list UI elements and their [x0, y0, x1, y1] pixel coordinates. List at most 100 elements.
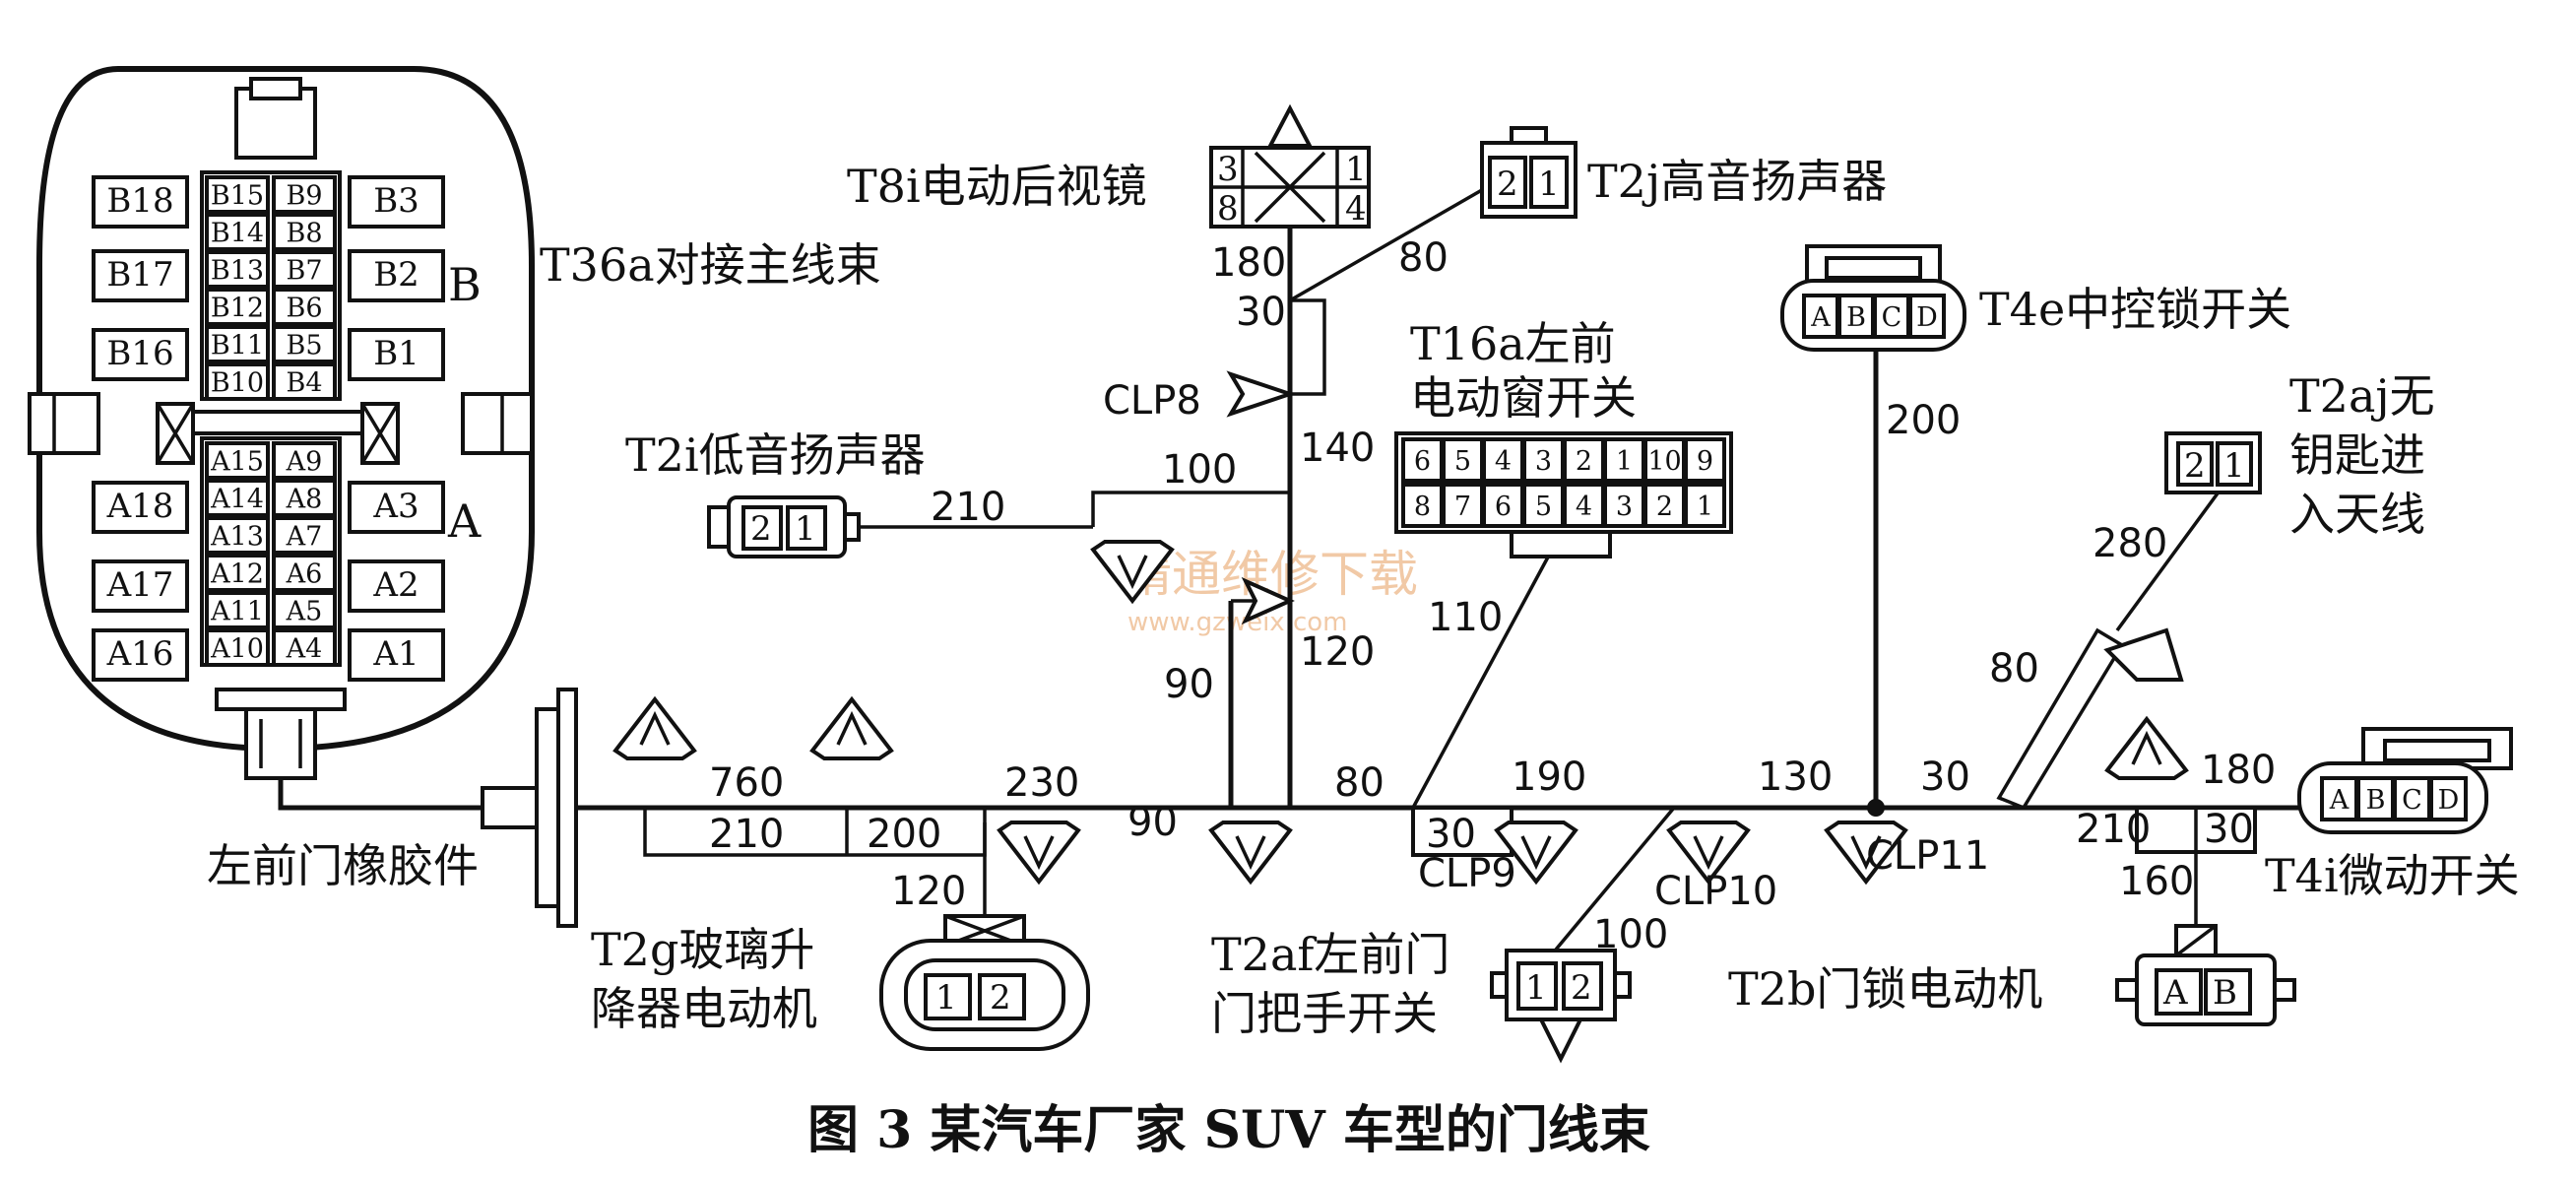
t2af-pin-2: 2 — [1571, 968, 1592, 1008]
a-outer-pin: A1 — [372, 634, 419, 674]
length-labels: 180 80 30 140 100 210 120 90 110 200 280… — [709, 235, 2276, 957]
t16a-pin-row2: 8 — [1414, 492, 1431, 522]
t16a-pin-row1: 10 — [1647, 446, 1681, 477]
len-190: 190 — [1512, 755, 1586, 800]
t4i-label: T4i微动开关 — [2265, 849, 2520, 902]
clip-icon — [1241, 576, 1295, 625]
b-inner-pin: B12 — [211, 294, 264, 324]
t16a-pin-row2: 2 — [1656, 492, 1673, 522]
a-inner-pin: A4 — [286, 634, 323, 665]
t4e-pin: A — [1810, 302, 1831, 333]
clip-icon — [1666, 821, 1751, 886]
a-inner-pin: A7 — [286, 522, 323, 553]
t2g-label-2: 降器电动机 — [591, 982, 817, 1035]
len-30-clp8: 30 — [1236, 290, 1286, 335]
t2aj-connector: 2 1 — [2164, 431, 2262, 494]
t2af-connector: 1 2 — [1490, 949, 1632, 1064]
a-inner-pin: A8 — [286, 485, 323, 515]
b-inner-pin: B9 — [286, 181, 322, 212]
b-outer-pin: B3 — [373, 181, 419, 221]
t16a-pin-row2: 5 — [1535, 492, 1552, 522]
t8i-pin-3: 3 — [1217, 150, 1239, 189]
t2aj-label-3: 入天线 — [2289, 488, 2425, 541]
a-inner-pin: A10 — [210, 634, 264, 665]
t2g-label-1: T2g玻璃升 — [591, 923, 814, 976]
harness-wires — [278, 185, 2299, 957]
t2i-pin-2: 2 — [750, 509, 772, 549]
main-connector-label: T36a对接主线束 — [540, 238, 881, 292]
t2af-label-1: T2af左前门 — [1211, 928, 1449, 981]
len-30-t16a: 30 — [1426, 812, 1476, 857]
t2aj-pin-2: 2 — [2184, 446, 2206, 486]
t2i-label: T2i低音扬声器 — [625, 428, 926, 482]
t4i-pin: D — [2438, 785, 2460, 816]
len-230: 230 — [1004, 760, 1079, 806]
b-inner-pin: B4 — [286, 368, 322, 399]
t8i-pin-8: 8 — [1217, 189, 1239, 229]
b-outer-pin: B18 — [106, 181, 173, 221]
len-120-t2g: 120 — [891, 869, 966, 914]
clip-icon — [2103, 627, 2184, 682]
len-160: 160 — [2119, 859, 2194, 904]
b-inner-pin: B14 — [211, 219, 264, 249]
grommet-label: 左前门橡胶件 — [207, 839, 479, 892]
len-110: 110 — [1428, 595, 1503, 640]
t2g-pin-1: 1 — [935, 978, 957, 1018]
t4e-label: T4e中控锁开关 — [1979, 283, 2291, 336]
t16a-pin-row1: 9 — [1697, 446, 1713, 477]
len-180: 180 — [1211, 240, 1286, 286]
b-inner-pin: B8 — [286, 219, 322, 249]
a-outer-pin: A18 — [106, 487, 174, 526]
len-100-t2af: 100 — [1593, 912, 1668, 957]
t8i-connector: 3 8 1 4 — [1209, 103, 1371, 229]
t2af-pin-1: 1 — [1525, 968, 1547, 1008]
b-inner-pin: B5 — [286, 331, 322, 361]
t2i-pin-1: 1 — [795, 509, 816, 549]
len-760: 760 — [709, 760, 784, 806]
t4e-pin: D — [1916, 302, 1938, 333]
t16a-pin-row1: 2 — [1576, 446, 1592, 477]
t8i-pin-1: 1 — [1345, 150, 1367, 189]
a-outer-pin: A17 — [106, 565, 174, 605]
b-outer-pin: B1 — [373, 334, 419, 373]
t2j-pin-1: 1 — [1538, 164, 1560, 204]
a-outer-pin: A3 — [372, 487, 419, 526]
t2i-connector: 2 1 — [707, 495, 861, 558]
t8i-label: T8i电动后视镜 — [847, 160, 1147, 213]
clip-icon — [1824, 821, 1908, 886]
t4e-pin: C — [1882, 302, 1902, 333]
t16a-pin-row1: 6 — [1414, 446, 1431, 477]
len-90-trunk: 90 — [1127, 800, 1178, 845]
b-inner-pin: B10 — [211, 368, 264, 399]
t16a-pin-row2: 7 — [1454, 492, 1471, 522]
t16a-pin-row1: 5 — [1454, 446, 1471, 477]
t16a-pin-row2: 1 — [1697, 492, 1713, 522]
t2j-connector: 2 1 — [1480, 126, 1578, 219]
t2j-label: T2j高音扬声器 — [1587, 155, 1887, 208]
t2b-pin-b: B — [2213, 973, 2237, 1013]
len-200-bracket: 200 — [867, 812, 941, 857]
b-outer-pin: B17 — [106, 255, 173, 295]
t4i-pin: B — [2366, 785, 2386, 816]
len-30-t2aj: 30 — [1920, 755, 1970, 800]
t16a-pin-row2: 4 — [1576, 492, 1592, 522]
t16a-pin-row2: 3 — [1616, 492, 1633, 522]
len-30-t4i: 30 — [2204, 807, 2254, 852]
row-b-tag: B — [448, 258, 482, 311]
t2g-connector: 1 2 — [879, 914, 1090, 1051]
t2aj-label-2: 钥匙进 — [2289, 428, 2425, 482]
row-a-tag: A — [447, 494, 482, 548]
a-inner-pin: A14 — [210, 485, 264, 515]
t8i-pin-4: 4 — [1345, 189, 1367, 229]
t16a-pin-row1: 3 — [1535, 446, 1552, 477]
clp10-label: CLP10 — [1654, 869, 1777, 914]
t2g-pin-2: 2 — [990, 978, 1011, 1018]
clip-icon — [997, 821, 1081, 886]
t2aj-label-1: T2aj无 — [2289, 369, 2435, 423]
len-210-bracket: 210 — [709, 812, 784, 857]
clip-icon — [1494, 821, 1578, 886]
